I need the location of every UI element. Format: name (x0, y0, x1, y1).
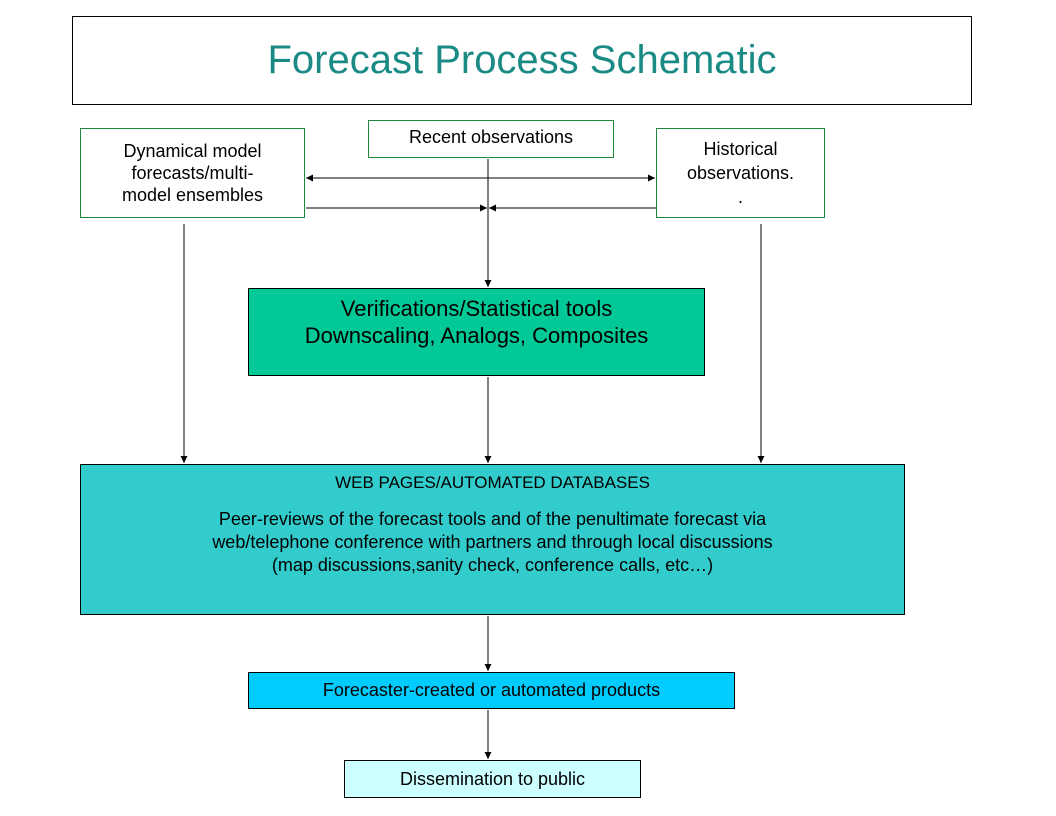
recent-observations-label: Recent observations (408, 127, 574, 147)
verifications-node: Verifications/Statistical tools Downscal… (248, 288, 705, 376)
web-pages-line-1: Peer-reviews of the forecast tools and o… (218, 509, 767, 529)
dynamical-model-node: Dynamical model forecasts/multi- model e… (80, 128, 305, 218)
dissemination-node: Dissemination to public (344, 760, 641, 798)
dynamical-model-line-1: Dynamical model (123, 141, 262, 161)
recent-observations-node: Recent observations (368, 120, 614, 158)
title-box: Forecast Process Schematic (72, 16, 972, 105)
verifications-line-2: Downscaling, Analogs, Composites (304, 323, 649, 348)
web-pages-heading: WEB PAGES/AUTOMATED DATABASES (335, 473, 650, 492)
web-pages-line-3: (map discussions,sanity check, conferenc… (271, 555, 714, 575)
historical-line-3: . (737, 187, 743, 207)
dynamical-model-line-2: forecasts/multi- (131, 163, 254, 183)
historical-observations-node: Historical observations. . (656, 128, 825, 218)
products-node: Forecaster-created or automated products (248, 672, 735, 709)
web-pages-line-2: web/telephone conference with partners a… (212, 532, 773, 552)
products-label: Forecaster-created or automated products (322, 680, 661, 700)
verifications-line-1: Verifications/Statistical tools (340, 296, 613, 321)
historical-line-2: observations. (686, 163, 795, 183)
dynamical-model-line-3: model ensembles (121, 185, 264, 205)
web-pages-node: WEB PAGES/AUTOMATED DATABASES Peer-revie… (80, 464, 905, 615)
page-title: Forecast Process Schematic (267, 38, 777, 82)
historical-line-1: Historical (703, 139, 778, 159)
dissemination-label: Dissemination to public (399, 768, 586, 789)
